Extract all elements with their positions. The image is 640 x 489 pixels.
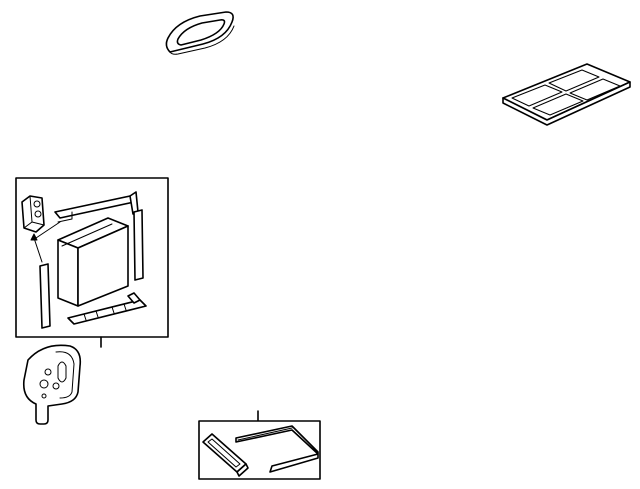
cabin-filter-frame-icon[interactable]: [502, 63, 631, 126]
seal-kit-group[interactable]: [198, 410, 321, 480]
case-seal-icon[interactable]: [22, 344, 82, 425]
frame-seal-icon: [202, 433, 249, 477]
strip-seal-icon: [235, 425, 319, 473]
duct-seal-icon[interactable]: [165, 11, 235, 55]
evaporator-core-icon: [57, 217, 129, 307]
evaporator-kit-group[interactable]: [15, 177, 169, 348]
expansion-valve-icon: [21, 195, 45, 233]
